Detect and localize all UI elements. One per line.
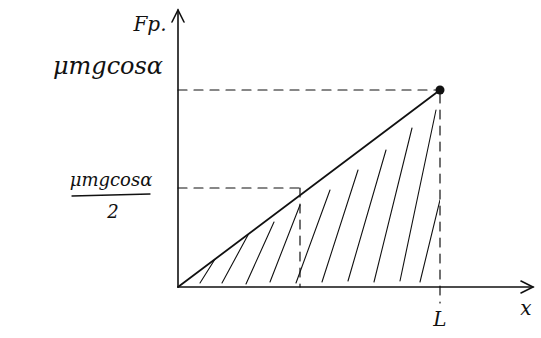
dashed-guide <box>178 89 436 90</box>
axis-label: Fp. <box>133 13 166 35</box>
value-label: μmgcosα <box>70 170 153 190</box>
force-line <box>178 90 440 287</box>
x-axis <box>178 286 533 288</box>
dashed-guide <box>439 94 440 303</box>
dashed-guide <box>178 187 300 188</box>
area-hatching <box>200 110 440 284</box>
value-label: 2 <box>107 202 118 222</box>
fraction-bar <box>72 194 150 196</box>
x-arrow <box>521 281 533 293</box>
axis-label: x <box>520 297 531 319</box>
end-point <box>436 86 445 95</box>
y-arrow <box>172 10 184 22</box>
tick-label: L <box>433 308 446 330</box>
value-label: μmgcosα <box>53 53 163 79</box>
y-axis <box>177 10 179 287</box>
